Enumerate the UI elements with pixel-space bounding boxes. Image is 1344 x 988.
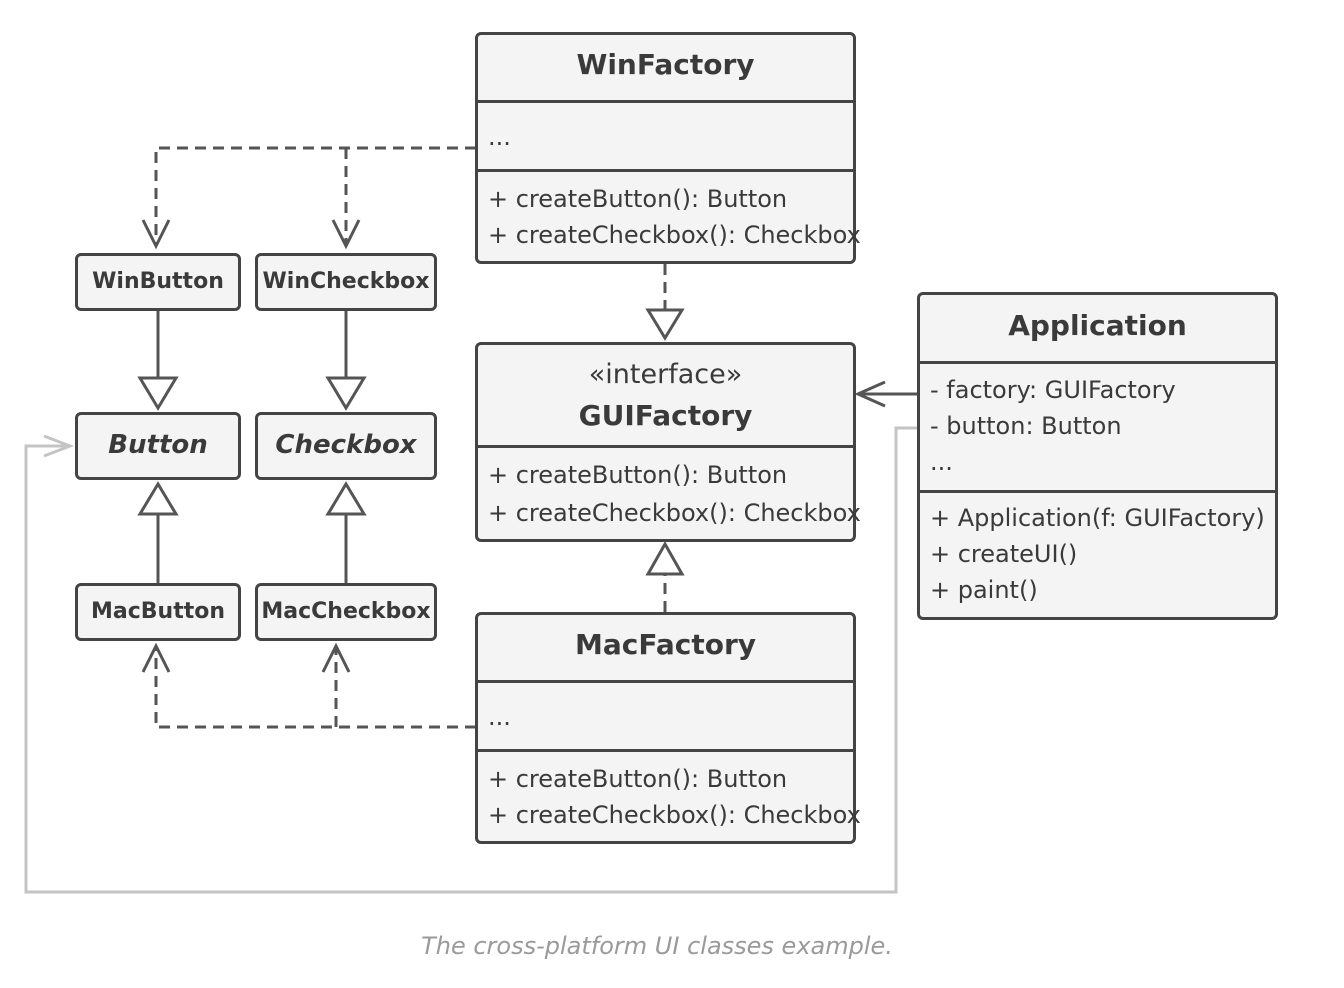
- class-divider: [478, 680, 853, 683]
- mac-factory-field: ...: [488, 703, 511, 731]
- win-checkbox-class: WinCheckbox: [255, 253, 437, 311]
- gui-factory-title: GUIFactory: [578, 399, 753, 432]
- checkbox-title: Checkbox: [275, 430, 417, 460]
- win-factory-class: WinFactory ... + createButton(): Button …: [475, 32, 861, 264]
- gui-factory-stereotype: «interface»: [588, 359, 743, 390]
- mac-factory-class: MacFactory ... + createButton(): Button …: [475, 612, 861, 844]
- class-divider: [478, 749, 853, 752]
- mac-factory-title: MacFactory: [574, 628, 756, 661]
- button-title: Button: [108, 430, 208, 460]
- gui-factory-interface: «interface» GUIFactory + createButton():…: [475, 342, 861, 542]
- mac-checkbox-title: MacCheckbox: [261, 599, 431, 624]
- application-field: - button: Button: [930, 412, 1122, 440]
- gui-factory-method: + createButton(): Button: [488, 461, 788, 489]
- mac-button-title: MacButton: [90, 599, 226, 624]
- win-factory-realization-arrow: [645, 264, 685, 341]
- application-field: - factory: GUIFactory: [930, 376, 1176, 404]
- win-button-class: WinButton: [75, 253, 241, 311]
- application-method: + paint(): [930, 576, 1038, 604]
- win-factory-title: WinFactory: [576, 48, 755, 81]
- win-inheritance-arrows: [137, 311, 367, 411]
- application-button-association-arrow: [24, 426, 918, 894]
- mac-factory-realization-arrow: [645, 540, 685, 612]
- class-divider: [920, 490, 1275, 493]
- win-button-title: WinButton: [92, 269, 224, 294]
- mac-checkbox-class: MacCheckbox: [255, 583, 437, 641]
- mac-inheritance-arrows: [137, 481, 367, 584]
- win-factory-method: + createButton(): Button: [488, 185, 788, 213]
- mac-factory-method: + createCheckbox(): Checkbox: [488, 801, 861, 829]
- mac-factory-dependency-arrows: [141, 642, 476, 729]
- application-class: Application - factory: GUIFactory - butt…: [917, 292, 1278, 620]
- button-interface: Button: [75, 412, 241, 480]
- gui-factory-method: + createCheckbox(): Checkbox: [488, 499, 861, 527]
- mac-factory-method: + createButton(): Button: [488, 765, 788, 793]
- win-checkbox-title: WinCheckbox: [262, 269, 430, 294]
- application-method: + Application(f: GUIFactory): [930, 504, 1265, 532]
- win-factory-method: + createCheckbox(): Checkbox: [488, 221, 861, 249]
- win-factory-field: ...: [488, 123, 511, 151]
- class-divider: [920, 361, 1275, 364]
- application-factory-association-arrow: [854, 380, 918, 408]
- application-method: + createUI(): [930, 540, 1078, 568]
- application-field: ...: [930, 448, 953, 476]
- class-divider: [478, 169, 853, 172]
- class-divider: [478, 445, 853, 448]
- application-title: Application: [1008, 309, 1187, 342]
- mac-button-class: MacButton: [75, 583, 241, 641]
- checkbox-interface: Checkbox: [255, 412, 437, 480]
- win-factory-dependency-arrows: [141, 146, 476, 250]
- figure-caption: The cross-platform UI classes example.: [421, 932, 893, 960]
- class-divider: [478, 100, 853, 103]
